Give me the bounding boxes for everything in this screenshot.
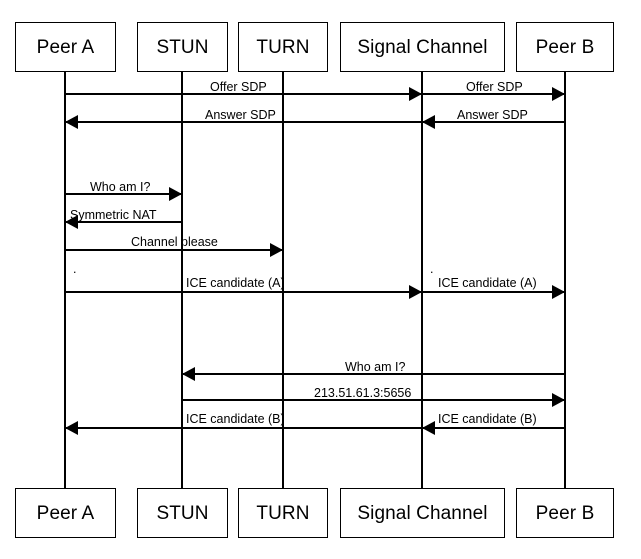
arrow-head-answer-sdp-b-to-sc [422, 115, 435, 129]
actor-label-peer-a: Peer A [36, 36, 95, 58]
message-line-offer-sdp-a-to-sc [65, 93, 422, 95]
actor-label-signal-channel: Signal Channel [357, 36, 488, 58]
lifeline-peer-b [564, 72, 566, 488]
message-line-answer-sdp-sc-to-a [65, 121, 422, 123]
message-line-ice-cand-sc-to-a [65, 427, 422, 429]
arrow-head-mapped-address [552, 393, 565, 407]
dot-peer-a-lane: . [73, 262, 77, 276]
actor-box-peer-a-bottom[interactable]: Peer A [15, 488, 116, 538]
actor-box-signal-channel-top[interactable]: Signal Channel [340, 22, 505, 72]
arrow-head-ice-cand-a-to-sc [409, 285, 422, 299]
actor-label-peer-b: Peer B [535, 502, 595, 524]
message-label-ice-cand-a-to-sc: ICE candidate (A) [186, 276, 285, 290]
message-label-offer-sdp-sc-to-b: Offer SDP [466, 80, 523, 94]
arrow-head-offer-sdp-a-to-sc [409, 87, 422, 101]
actor-label-stun: STUN [156, 36, 209, 58]
message-label-symmetric-nat: Symmetric NAT [70, 208, 157, 222]
actor-label-signal-channel: Signal Channel [357, 502, 488, 524]
actor-box-signal-channel-bottom[interactable]: Signal Channel [340, 488, 505, 538]
message-line-ice-cand-a-to-sc [65, 291, 422, 293]
message-label-answer-sdp-b-to-sc: Answer SDP [457, 108, 528, 122]
message-label-mapped-address: 213.51.61.3:5656 [314, 386, 412, 400]
actor-box-turn-top[interactable]: TURN [238, 22, 328, 72]
actor-box-stun-bottom[interactable]: STUN [137, 488, 228, 538]
message-line-ice-cand-b-to-sc [422, 427, 565, 429]
arrow-head-offer-sdp-sc-to-b [552, 87, 565, 101]
actor-box-stun-top[interactable]: STUN [137, 22, 228, 72]
arrow-head-ice-cand-b-to-sc [422, 421, 435, 435]
message-line-mapped-address [182, 399, 565, 401]
actor-label-stun: STUN [156, 502, 209, 524]
lifeline-turn [282, 72, 284, 488]
arrow-head-who-am-i-b-to-stun [182, 367, 195, 381]
actor-label-peer-b: Peer B [535, 36, 595, 58]
message-label-answer-sdp-sc-to-a: Answer SDP [205, 108, 276, 122]
arrow-head-answer-sdp-sc-to-a [65, 115, 78, 129]
arrow-head-symmetric-nat [65, 215, 78, 229]
message-line-who-am-i-b-to-stun [182, 373, 565, 375]
actor-label-turn: TURN [256, 36, 310, 58]
message-line-who-am-i-a-to-stun [65, 193, 182, 195]
message-label-who-am-i-a-to-stun: Who am I? [90, 180, 151, 194]
message-label-offer-sdp-a-to-sc: Offer SDP [210, 80, 267, 94]
message-label-ice-cand-sc-to-b: ICE candidate (A) [438, 276, 537, 290]
actor-box-turn-bottom[interactable]: TURN [238, 488, 328, 538]
message-label-who-am-i-b-to-stun: Who am I? [345, 360, 406, 374]
message-line-symmetric-nat [65, 221, 182, 223]
lifeline-signal-channel [421, 72, 423, 488]
actor-label-peer-a: Peer A [36, 502, 95, 524]
lifeline-stun [181, 72, 183, 488]
arrow-head-channel-please [270, 243, 283, 257]
actor-box-peer-b-bottom[interactable]: Peer B [516, 488, 614, 538]
message-label-ice-cand-b-to-sc: ICE candidate (B) [438, 412, 537, 426]
arrow-head-who-am-i-a-to-stun [169, 187, 182, 201]
message-line-offer-sdp-sc-to-b [422, 93, 565, 95]
message-line-channel-please [65, 249, 283, 251]
actor-box-peer-a-top[interactable]: Peer A [15, 22, 116, 72]
actor-label-turn: TURN [256, 502, 310, 524]
lifeline-peer-a [64, 72, 66, 488]
actor-box-peer-b-top[interactable]: Peer B [516, 22, 614, 72]
arrow-head-ice-cand-sc-to-b [552, 285, 565, 299]
dot-signal-lane: . [430, 262, 434, 276]
message-line-ice-cand-sc-to-b [422, 291, 565, 293]
arrow-head-ice-cand-sc-to-a [65, 421, 78, 435]
message-label-channel-please: Channel please [131, 235, 218, 249]
message-label-ice-cand-sc-to-a: ICE candidate (B) [186, 412, 285, 426]
message-line-answer-sdp-b-to-sc [422, 121, 565, 123]
